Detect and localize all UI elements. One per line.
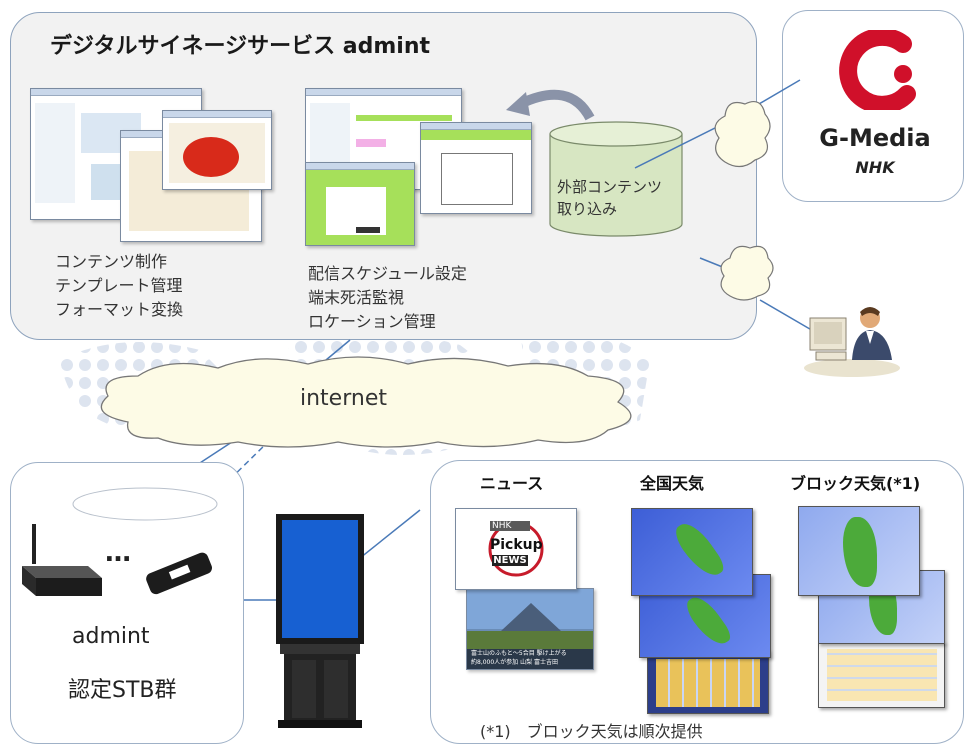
feature-content-creation: コンテンツ制作 (55, 252, 168, 271)
content-features: コンテンツ制作 テンプレート管理 フォーマット変換 (55, 250, 183, 322)
block-weather-map-1 (798, 506, 920, 596)
user-at-computer-icon (804, 307, 900, 377)
db-label-line-2: 取り込み (557, 200, 618, 218)
small-cloud-icon (720, 245, 774, 301)
feature-template-management: テンプレート管理 (55, 276, 183, 295)
internet-cloud (100, 356, 632, 448)
block-weather-heading: ブロック天気(*1) (790, 474, 921, 493)
service-title: デジタルサイネージサービス admint (50, 34, 431, 59)
news-photo: 富士山のふもと〜5合目 駆け上がる 約8,000人が参加 山梨 富士吉田 (466, 588, 594, 670)
feature-location: ロケーション管理 (308, 312, 436, 331)
stb-group-panel (10, 462, 244, 744)
logo-news: NEWS (492, 555, 528, 566)
feature-format-conversion: フォーマット変換 (55, 300, 184, 319)
location-screenshot (305, 162, 415, 246)
feature-schedule: 配信スケジュール設定 (308, 264, 467, 283)
db-label-line-1: 外部コンテンツ (557, 178, 663, 196)
news-caption-2: 約8,000人が参加 山梨 富士吉田 (471, 659, 558, 666)
management-features: 配信スケジュール設定 端末死活監視 ロケーション管理 (308, 262, 467, 334)
stb-label-group: 認定STB群 (68, 678, 177, 703)
national-weather-table (647, 650, 769, 714)
stb-router-icon (22, 524, 102, 596)
stb-label-admint: admint (72, 624, 150, 649)
small-cloud-icon (714, 101, 771, 168)
import-arrow-icon (506, 89, 595, 121)
national-weather-map-1 (631, 508, 753, 596)
stb-ellipsis: … (105, 538, 131, 568)
tomato-pop-screenshot (162, 110, 272, 190)
nhk-label: NHK (855, 158, 895, 177)
internet-label: internet (300, 386, 387, 411)
news-caption-1: 富士山のふもと〜5合目 駆け上がる (471, 650, 567, 657)
block-weather-table (818, 642, 945, 708)
nhk-pickup-news-logo: NHK Pickup NEWS (455, 508, 577, 590)
logo-nhk: NHK (490, 521, 530, 531)
national-weather-heading: 全国天気 (640, 474, 705, 493)
digital-signage-display (276, 514, 364, 728)
feature-monitoring: 端末死活監視 (308, 288, 405, 307)
gmedia-logo-icon (839, 30, 916, 110)
gmedia-name: G-Media (819, 124, 931, 152)
ellipse-outline (72, 487, 218, 521)
logo-pickup: Pickup (490, 537, 543, 553)
block-weather-footnote: (*1) ブロック天気は順次提供 (480, 722, 703, 741)
news-heading: ニュース (480, 474, 544, 493)
monitor-screenshot (420, 122, 532, 214)
external-content-database (549, 121, 683, 237)
usb-stick-icon (146, 552, 212, 595)
